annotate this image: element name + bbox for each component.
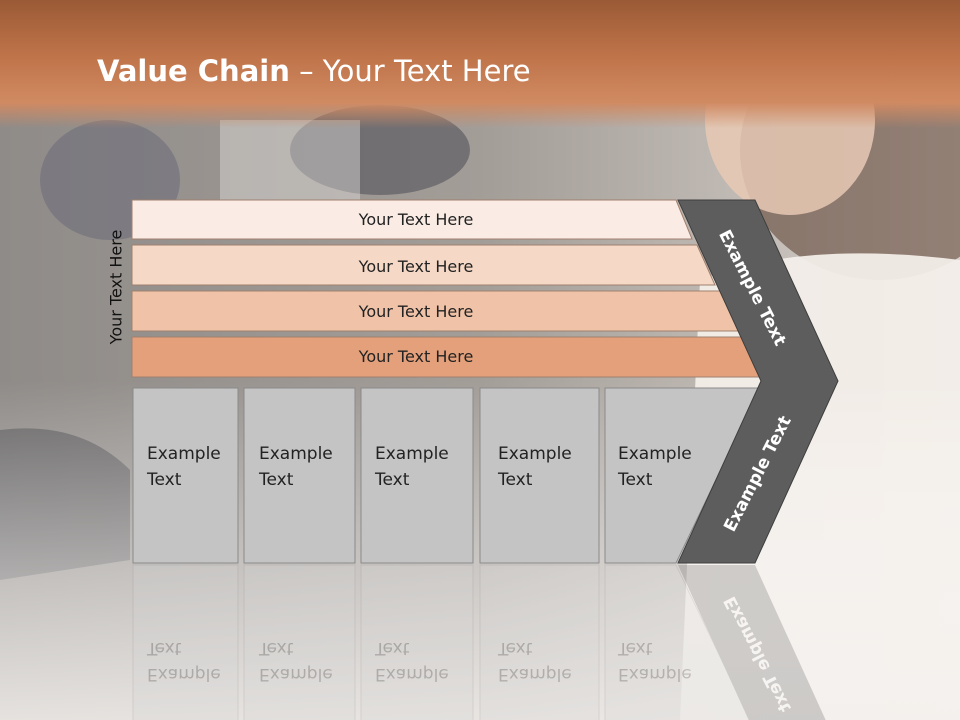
svg-text:Example: Example	[498, 664, 572, 684]
title-bar	[0, 0, 960, 128]
box-2[interactable]: Example Text	[243, 387, 356, 564]
svg-text:Example: Example	[618, 664, 692, 684]
box-4-line1: Example	[498, 444, 572, 464]
slide-title: Value Chain – Your Text Here	[97, 54, 531, 88]
bar-3-label: Your Text Here	[358, 302, 474, 321]
bar-3[interactable]: Your Text Here	[131, 290, 740, 332]
svg-text:Text: Text	[258, 638, 294, 658]
bar-2[interactable]: Your Text Here	[131, 244, 716, 286]
box-5[interactable]: Example Text	[604, 387, 761, 564]
bar-4-label: Your Text Here	[358, 347, 474, 366]
box-3-line2: Text	[374, 470, 410, 490]
bar-2-label: Your Text Here	[358, 257, 474, 276]
bar-1[interactable]: Your Text Here	[131, 199, 693, 240]
bar-1-label: Your Text Here	[358, 210, 474, 229]
svg-text:Text: Text	[146, 638, 182, 658]
box-4[interactable]: Example Text	[479, 387, 600, 564]
bar-4[interactable]: Your Text Here	[131, 336, 766, 378]
box-3[interactable]: Example Text	[360, 387, 474, 564]
box-2-line1: Example	[259, 444, 333, 464]
chevron-arrow[interactable]: Example Text Example Text	[677, 199, 839, 564]
box-5-line1: Example	[618, 444, 692, 464]
box-5-line2: Text	[617, 470, 653, 490]
box-1-line1: Example	[147, 444, 221, 464]
svg-text:Text: Text	[617, 638, 653, 658]
svg-text:Example: Example	[259, 664, 333, 684]
box-3-line1: Example	[375, 444, 449, 464]
svg-text:Example: Example	[147, 664, 221, 684]
box-2-line2: Text	[258, 470, 294, 490]
svg-text:Example: Example	[375, 664, 449, 684]
box-1-line2: Text	[146, 470, 182, 490]
svg-text:Text: Text	[374, 638, 410, 658]
box-4-line2: Text	[497, 470, 533, 490]
title-rest: – Your Text Here	[289, 54, 531, 88]
diagram-reflection: Example Text Example Text Example Text E…	[132, 564, 826, 720]
svg-text:Text: Text	[497, 638, 533, 658]
box-1[interactable]: Example Text	[132, 387, 239, 564]
title-bold: Value Chain	[97, 54, 290, 88]
